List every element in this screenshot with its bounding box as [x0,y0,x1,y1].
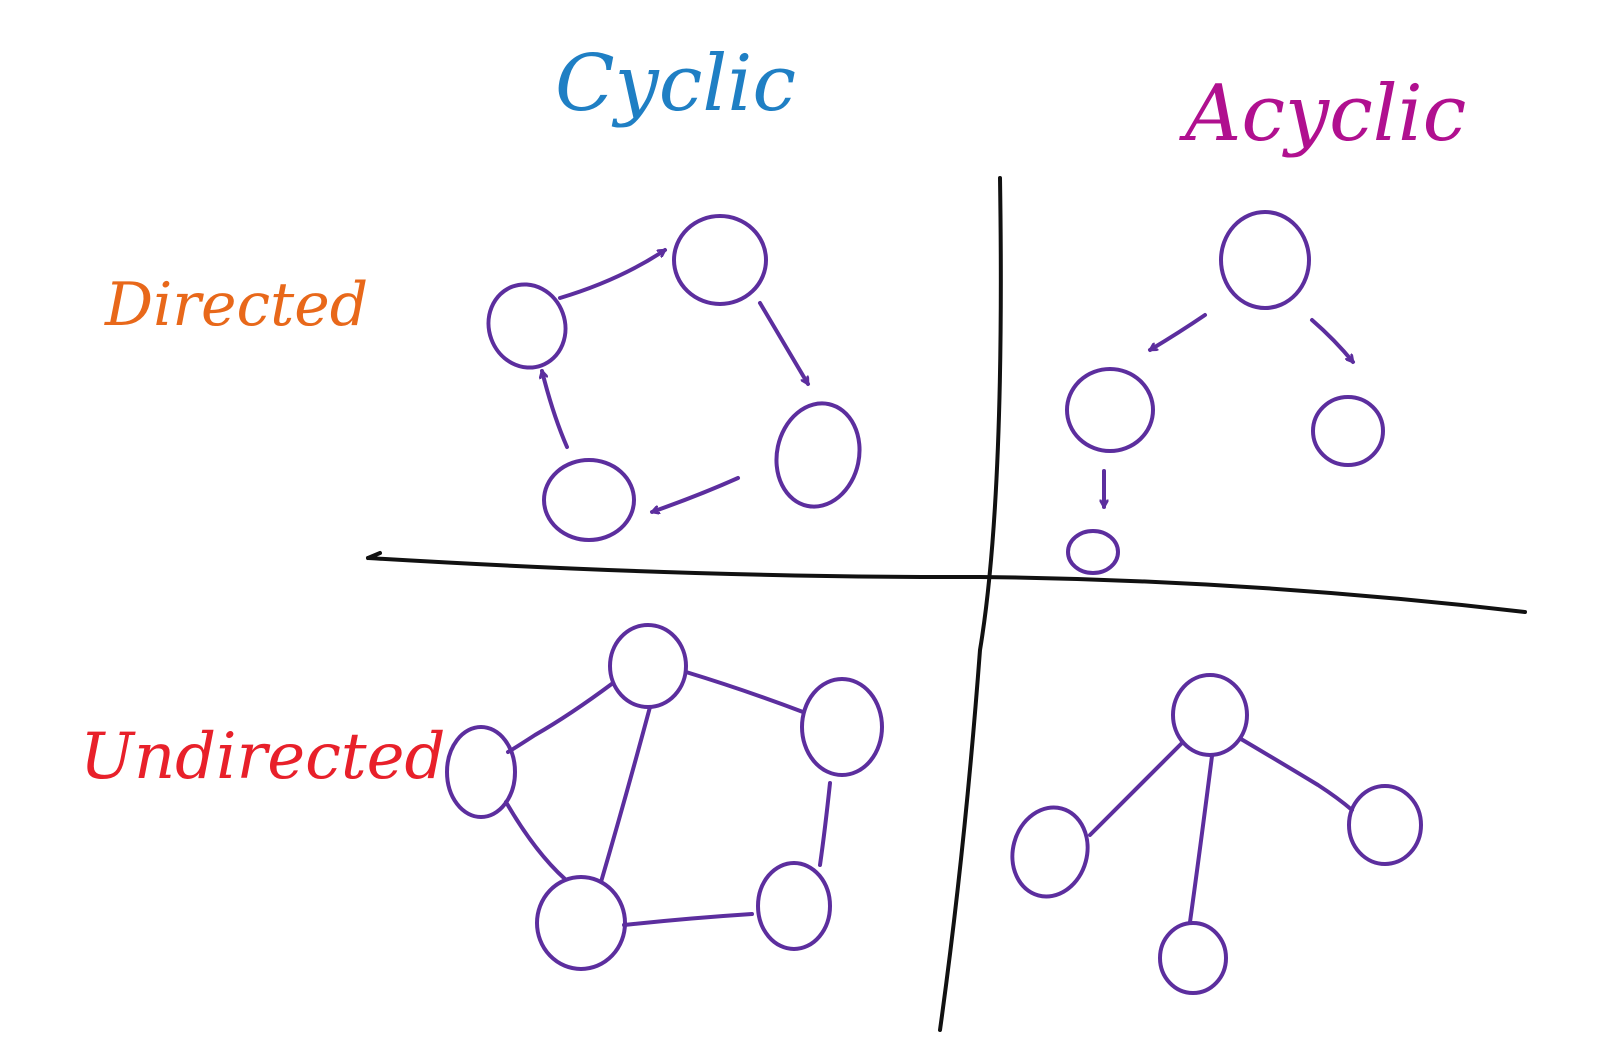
graph-edge-arrow [1148,313,1207,352]
graph-node [1219,210,1311,310]
vertical-axis [938,176,1003,1032]
graph-node [535,875,627,971]
graph-node [800,677,884,777]
graph-node [672,214,768,306]
graph-edge [1188,754,1214,924]
quadrant-axes [366,176,1527,1032]
graph-edge [504,800,567,881]
directed-acyclic-graph [1065,210,1385,575]
column-label-cyclic: Cyclic [555,39,797,129]
graph-node [445,725,517,819]
graph-edge-arrow [758,301,810,386]
row-label-directed: Directed [105,270,369,340]
graph-node [1171,673,1249,757]
graph-node [1065,367,1155,453]
horizontal-axis-left-tick [366,551,382,560]
graph-node [1347,784,1423,866]
graph-node [1010,805,1090,899]
graph-node [1311,395,1385,467]
graph-node [542,458,636,542]
column-label-acyclic: Acyclic [1185,69,1467,159]
graph-edge [684,670,805,714]
graph-edge-arrow [1310,318,1355,364]
graph-node [774,401,862,509]
row-label-undirected: Undirected [80,720,446,794]
graph-edge [599,705,652,884]
graph-edge-arrow [542,369,569,449]
graph-node [608,623,688,709]
graph-node [1158,921,1228,995]
graph-edge-arrow [558,248,667,300]
undirected-cyclic-graph [445,623,884,971]
graph-edge [1239,737,1354,812]
graph-edge [818,781,832,867]
horizontal-axis [366,556,1527,614]
directed-cyclic-graph [486,214,862,542]
graph-edge [1088,741,1184,837]
graph-node [486,282,568,370]
graph-edge-arrow [650,476,740,512]
graph-node [756,861,832,951]
graph-edge [506,681,615,754]
undirected-acyclic-graph [1010,673,1423,995]
graph-node [1066,529,1120,575]
graph-edge [622,912,754,927]
